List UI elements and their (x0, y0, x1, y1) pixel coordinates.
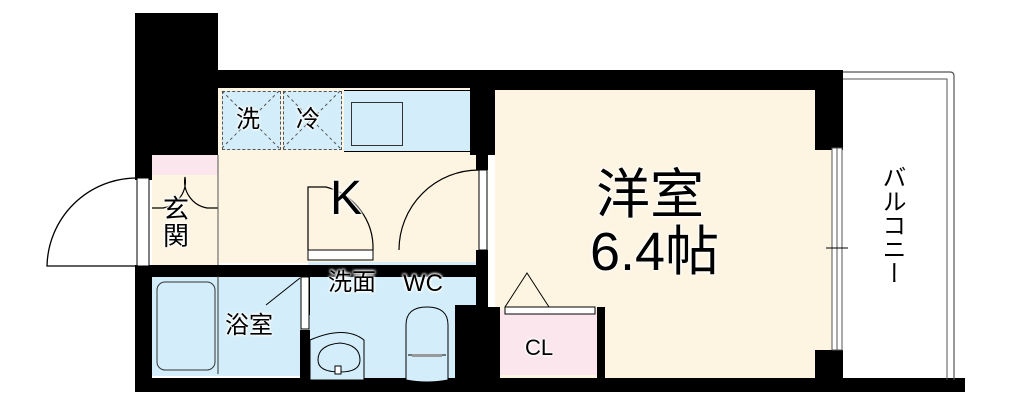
closet-floor (497, 310, 597, 375)
shoe-box (152, 155, 218, 175)
entrance-label: 玄関 (163, 195, 190, 253)
entrance-floor (152, 175, 218, 265)
kitchen-label: K (330, 172, 363, 225)
washroom-label: 洗面 (328, 268, 376, 296)
wall (483, 70, 843, 90)
wall (597, 307, 605, 382)
kitchen-counter (344, 90, 470, 152)
bathroom-label: 浴室 (225, 311, 273, 339)
wall (135, 70, 485, 88)
wall (476, 150, 488, 170)
wall (815, 70, 843, 150)
washer-space-label: 洗 (236, 105, 260, 133)
sink (351, 102, 403, 146)
closet-label: CL (525, 335, 554, 360)
fridge-space-label: 冷 (296, 105, 320, 133)
balcony-label: バルコニー (878, 165, 906, 285)
wall (135, 378, 965, 392)
western-room-label: 洋室 (596, 163, 704, 226)
wall (135, 265, 485, 277)
wall (135, 265, 152, 392)
wall (455, 305, 480, 385)
bathroom-floor (152, 276, 302, 376)
wc-label: WC (403, 270, 443, 297)
wall (480, 307, 500, 382)
wall (300, 330, 310, 380)
western-room-size: 6.4帖 (590, 222, 720, 282)
wall (135, 150, 152, 180)
